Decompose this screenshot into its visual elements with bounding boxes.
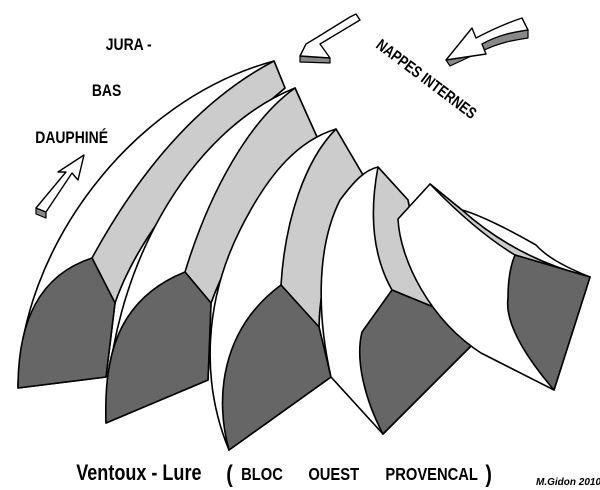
caption: Ventoux - Lure ( BLOC OUEST PROVENCAL ) — [76, 460, 492, 487]
label-bas: BAS — [92, 82, 121, 101]
fold-1-cut-face — [17, 257, 116, 389]
fold-3 — [209, 128, 364, 451]
caption-bloc: BLOC — [241, 465, 283, 485]
caption-main: Ventoux - Lure — [76, 461, 201, 485]
caption-ouest: OUEST — [308, 465, 359, 485]
fold-5 — [397, 183, 591, 391]
fold-2-cut-face — [104, 271, 212, 424]
label-dauphine: DAUPHINÉ — [35, 129, 108, 148]
author-credit: M.Gidon 2010 — [536, 477, 600, 488]
fold-4-cut-face — [359, 289, 474, 435]
fold-2 — [104, 87, 318, 424]
label-jura: JURA - — [106, 36, 152, 55]
caption-provencal: PROVENCAL — [385, 465, 478, 485]
arrow-left-up-icon — [35, 154, 85, 219]
fold-5-cut-face — [506, 254, 591, 391]
caption-close-paren: ) — [485, 460, 492, 487]
arrow-right-curved-icon — [445, 17, 529, 67]
caption-open-paren: ( — [226, 460, 233, 487]
arrow-top-left-down-icon — [299, 13, 361, 64]
fold-3-cut-face — [221, 284, 332, 451]
